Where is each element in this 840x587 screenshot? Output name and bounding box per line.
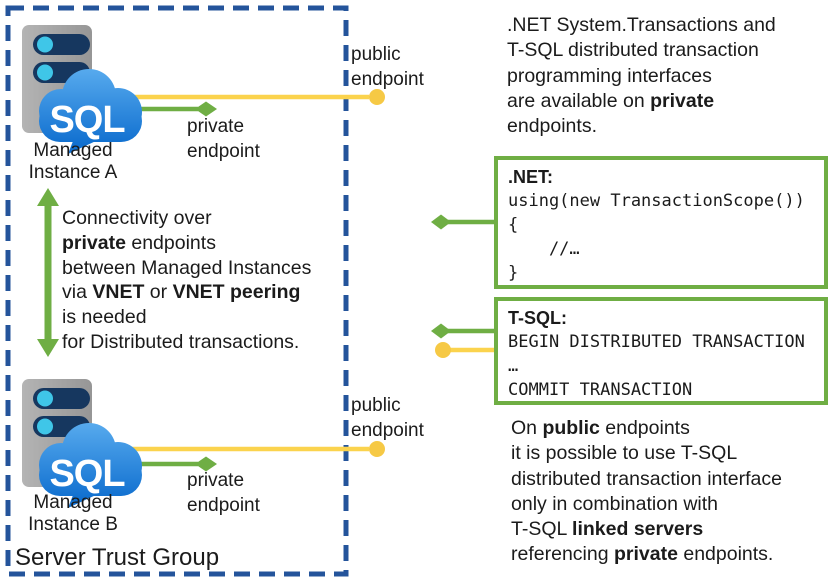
trust-group-dashed-border [5,5,349,577]
vnet-connectivity-double-arrow [37,188,59,357]
code-line: BEGIN DISTRIBUTED TRANSACTION [508,332,805,352]
sql-managed-instance-a-icon: SQL [22,25,142,154]
public-endpoint-label-a: public endpoint [351,44,424,90]
dotnet-code-box: .NET: using(new TransactionScope()) { //… [494,156,828,289]
private-endpoint-arrow-a [133,101,217,117]
server-trust-group-label: Server Trust Group [15,544,220,571]
managed-instance-a-label: Managed Instance A [28,140,118,183]
public-endpoint-line-a [130,89,385,105]
dotnet-code-title: .NET: [508,167,553,187]
code-line: … [508,356,519,376]
tsql-code-title: T-SQL: [508,308,567,328]
public-endpoint-label-b: public endpoint [351,395,424,441]
code-line: //… [508,239,580,259]
tsql-public-connector-line [435,342,494,358]
code-line: COMMIT TRANSACTION [508,380,693,400]
private-endpoint-label-a: private endpoint [187,116,260,162]
sql-cloud-icon: SQL [39,69,142,154]
sql-managed-instance-b-icon: SQL [22,379,142,508]
dotnet-private-connector-arrow [431,214,494,230]
code-line: using(new TransactionScope()) [508,191,805,211]
sql-icon-label: SQL [49,453,125,495]
sql-icon-label: SQL [49,99,125,141]
code-line: } [508,263,519,283]
managed-instance-b-label: Managed Instance B [28,492,118,535]
tsql-private-connector-arrow [431,323,494,339]
sql-cloud-icon: SQL [39,423,142,508]
tsql-code-box: T-SQL: BEGIN DISTRIBUTED TRANSACTION … C… [494,297,828,405]
private-endpoint-arrow-b [133,456,217,472]
public-endpoint-line-b [130,441,385,457]
private-endpoint-label-b: private endpoint [187,470,260,516]
code-line: { [508,215,519,235]
